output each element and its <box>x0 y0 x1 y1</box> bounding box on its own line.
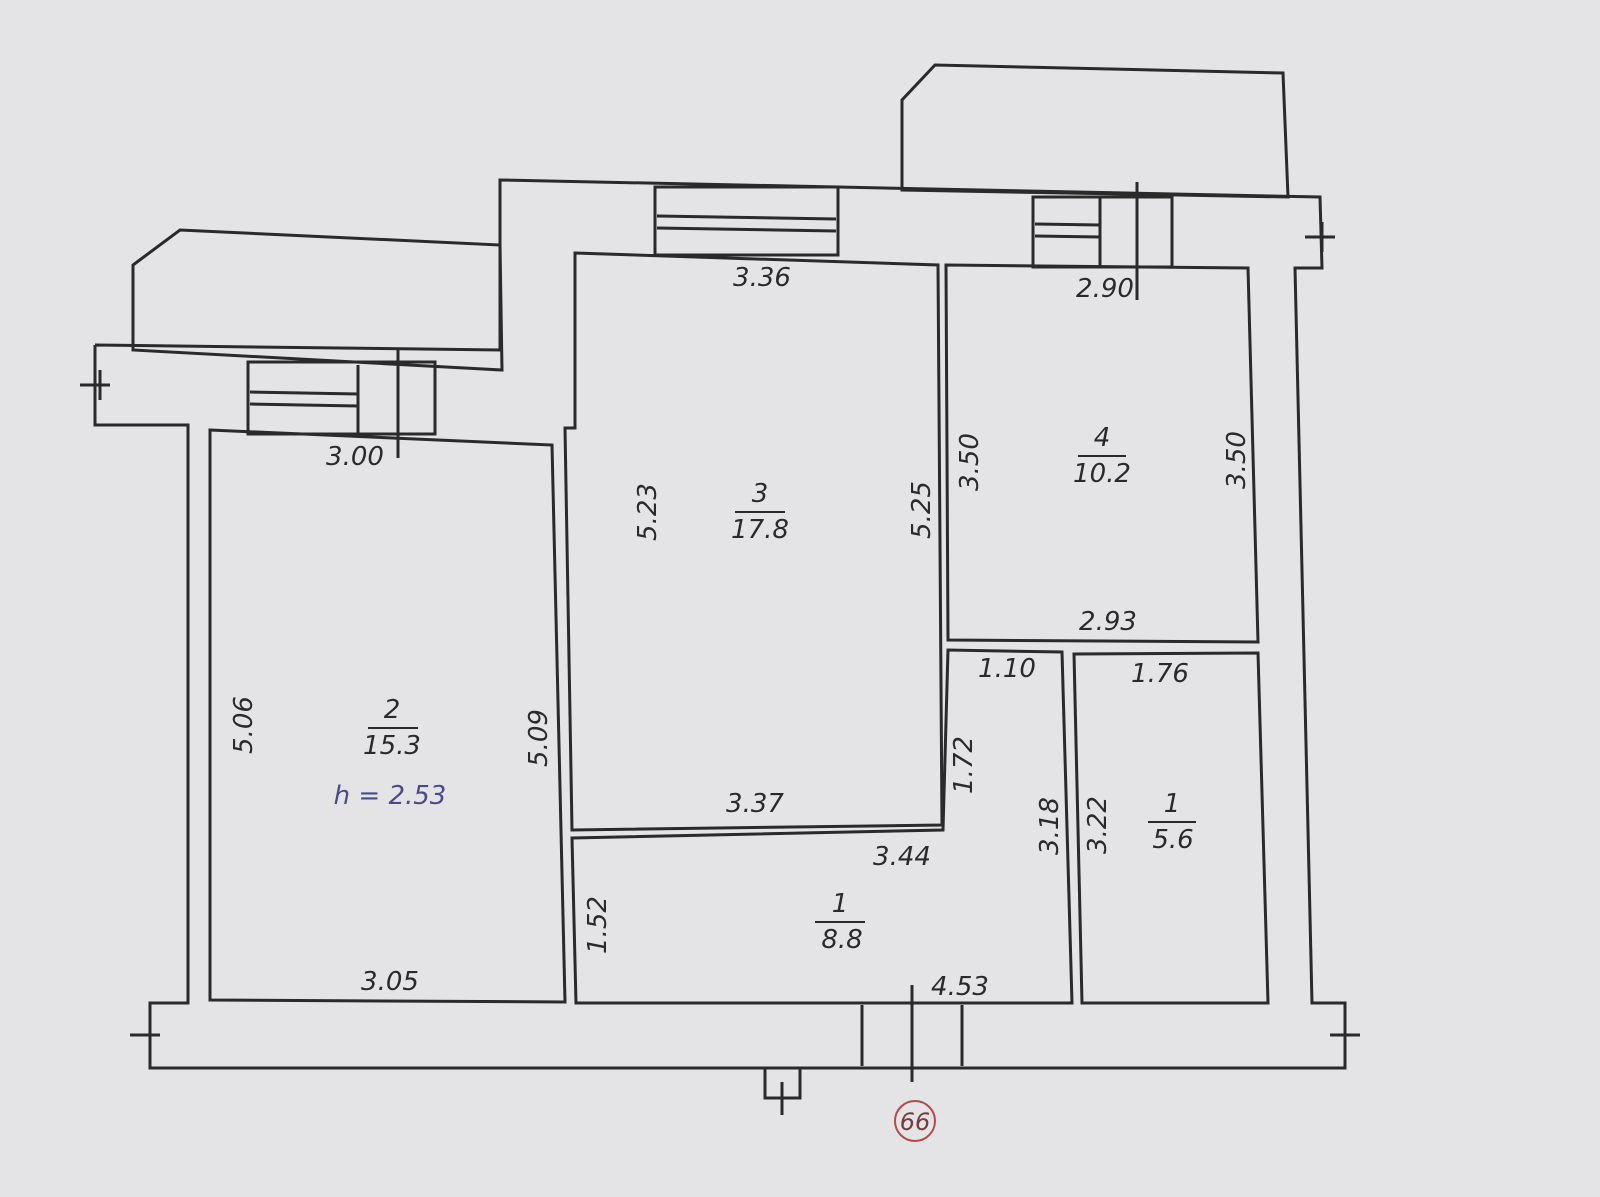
room-4-area: 10.2 <box>1073 459 1131 489</box>
ceiling-height: h = 2.53 <box>334 781 447 811</box>
dim: 2.90 <box>1076 274 1134 304</box>
room-3-area: 17.8 <box>731 515 789 545</box>
axis-ticks <box>80 222 1360 1050</box>
room-4-outline <box>944 263 1260 644</box>
dim: 3.37 <box>726 789 784 819</box>
left-balcony <box>131 228 504 372</box>
entrance <box>763 985 964 1115</box>
dim: 4.53 <box>931 972 989 1002</box>
dim: 1.10 <box>978 654 1036 684</box>
dim: 3.50 <box>955 433 985 491</box>
room-1-area: 8.8 <box>821 925 862 955</box>
room-3-outline <box>563 251 944 832</box>
dim: 5.09 <box>524 709 554 767</box>
room-2-outline <box>208 428 567 1004</box>
top-balcony <box>900 63 1290 199</box>
dim: 1.52 <box>583 896 613 954</box>
room-1-number: 1 <box>832 889 849 919</box>
room-4-number: 4 <box>1094 423 1111 453</box>
window-right <box>1031 182 1174 300</box>
dim: 5.06 <box>229 696 259 754</box>
outer-wall <box>93 178 1347 1070</box>
dim: 3.50 <box>1222 431 1252 489</box>
room-1-bath-outline <box>1072 651 1270 1005</box>
room-1-corridor-outline <box>570 648 1074 1005</box>
plan-number-circle <box>894 1100 936 1142</box>
dim: 5.23 <box>633 483 663 541</box>
dim: 1.76 <box>1131 659 1189 689</box>
room-2-number: 2 <box>384 695 401 725</box>
room-2-area: 15.3 <box>363 731 421 761</box>
dim: 2.93 <box>1079 607 1137 637</box>
dim: 3.18 <box>1035 797 1065 855</box>
dim: 3.05 <box>361 967 419 997</box>
room-1b-area: 5.6 <box>1152 825 1193 855</box>
window-top <box>653 185 840 257</box>
room-3-number: 3 <box>752 479 769 509</box>
dim: 1.72 <box>949 736 979 794</box>
dim: 3.44 <box>873 842 931 872</box>
dim: 3.00 <box>326 442 384 472</box>
dim: 3.22 <box>1083 796 1113 854</box>
dim: 3.36 <box>733 263 791 293</box>
window-left <box>246 350 437 458</box>
room-1b-number: 1 <box>1164 789 1181 819</box>
plan-number: 66 <box>900 1108 931 1136</box>
dim: 5.25 <box>907 481 937 539</box>
